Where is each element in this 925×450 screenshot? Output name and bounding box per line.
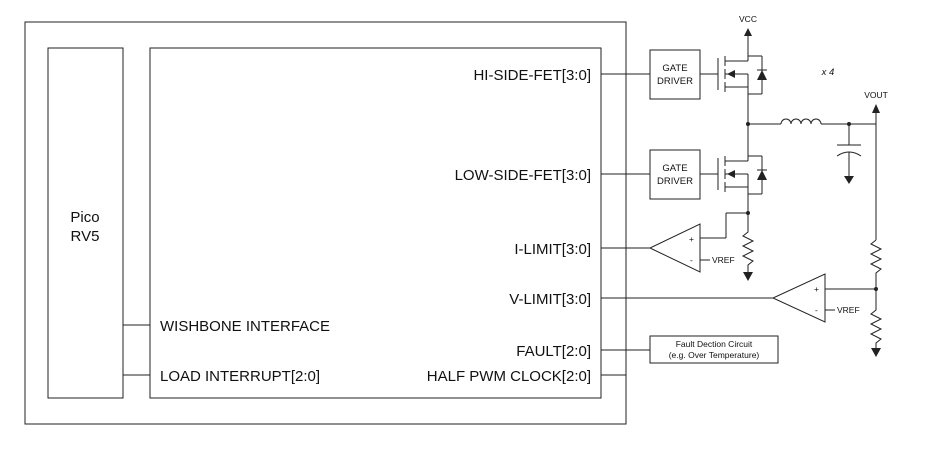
v-limit-comparator-icon — [771, 273, 826, 323]
port-i-limit: I-LIMIT[3:0] — [514, 241, 591, 258]
shunt-resistor-icon — [741, 226, 755, 272]
port-half-pwm-clock: HALF PWM CLOCK[2:0] — [427, 368, 591, 385]
low-gate-driver-line2: DRIVER — [657, 176, 693, 187]
port-v-limit: V-LIMIT[3:0] — [509, 291, 591, 308]
fault-circuit-line1: Fault Dection Circuit — [676, 339, 753, 349]
hi-gate-driver — [649, 49, 701, 100]
processor-label-line2: RV5 — [71, 228, 100, 245]
i-limit-comp-plus: + — [689, 234, 694, 244]
hi-gate-driver-line2: DRIVER — [657, 76, 693, 87]
low-gate-driver-line1: GATE — [662, 163, 687, 174]
divider-ground-icon — [871, 348, 881, 357]
i-limit-vref-label: VREF — [712, 255, 735, 265]
hi-side-mosfet-icon — [717, 55, 767, 95]
vcc-label: VCC — [739, 14, 757, 24]
low-side-mosfet-icon — [717, 155, 767, 195]
divider-lower-resistor-icon — [869, 289, 883, 348]
v-limit-comp-minus: - — [815, 305, 818, 315]
port-load-interrupt: LOAD INTERRUPT[2:0] — [160, 368, 320, 385]
hi-gate-driver-line1: GATE — [662, 63, 687, 74]
divider-upper-resistor-icon — [869, 239, 883, 289]
processor-label-line1: Pico — [70, 209, 99, 226]
port-fault: FAULT[2:0] — [516, 343, 591, 360]
fault-detection-box — [649, 335, 779, 364]
shunt-ground-icon — [743, 272, 753, 281]
capacitor-icon — [836, 124, 862, 184]
processor-block — [47, 47, 124, 399]
vout-label: VOUT — [864, 90, 888, 100]
multiplier-label: x 4 — [821, 67, 835, 78]
fault-circuit-line2: (e.g. Over Temperature) — [669, 350, 760, 360]
port-low-side-fet: LOW-SIDE-FET[3:0] — [455, 167, 591, 184]
port-hi-side-fet: HI-SIDE-FET[3:0] — [473, 67, 591, 84]
vcc-arrow-icon — [744, 28, 752, 36]
inductor-icon — [780, 118, 822, 125]
v-limit-comp-plus: + — [814, 284, 819, 294]
i-limit-comp-minus: - — [690, 255, 693, 265]
i-limit-comparator-icon — [648, 223, 701, 273]
low-gate-driver — [649, 149, 701, 200]
controller-block — [149, 47, 602, 399]
v-limit-vref-label: VREF — [837, 305, 860, 315]
vout-arrow-icon — [872, 104, 880, 113]
port-wishbone: WISHBONE INTERFACE — [160, 318, 330, 335]
